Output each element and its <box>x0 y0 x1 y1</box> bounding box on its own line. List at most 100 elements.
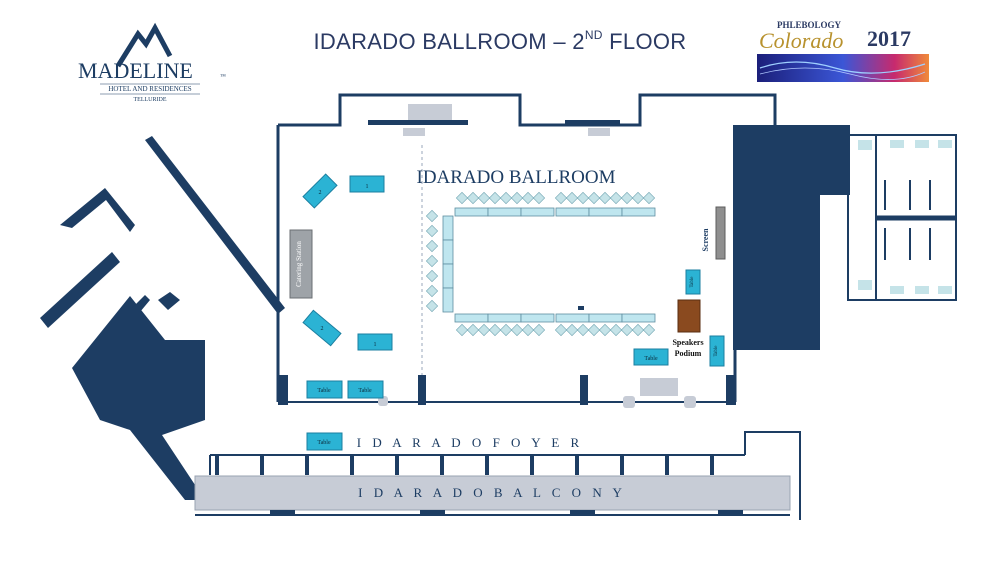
catering-station <box>289 229 313 299</box>
chair-top <box>532 191 546 205</box>
chair-top <box>631 191 645 205</box>
table-right-upper-label: Table <box>690 276 695 288</box>
top-service-counter <box>408 104 452 120</box>
chair-top <box>521 191 535 205</box>
chair-bottom <box>587 323 601 337</box>
chair-bottom <box>521 323 535 337</box>
post <box>395 455 399 475</box>
podium-label-2: Podium <box>675 349 702 358</box>
foyer-table-3-label: Table <box>317 440 331 446</box>
title-tail: FLOOR <box>602 29 687 54</box>
left-tables: 2 1 2 1 <box>302 173 393 351</box>
table-right-lower-label: Table <box>714 345 719 357</box>
chair-bottom <box>609 323 623 337</box>
post <box>665 455 669 475</box>
logo-script: Colorado <box>759 28 843 53</box>
post <box>575 455 579 475</box>
podium-label-1: Speakers <box>672 338 703 347</box>
logo-line1: HOTEL AND RESIDENCES <box>108 85 191 93</box>
table-1-top <box>349 175 385 193</box>
u-table-bottom <box>487 313 522 323</box>
post <box>620 455 624 475</box>
u-table-bottom <box>588 313 623 323</box>
table-1-label: 1 <box>366 184 369 190</box>
chair-top <box>587 191 601 205</box>
chair-bottom <box>510 323 524 337</box>
table-podium-label: Table <box>644 356 658 362</box>
foyer-table-1 <box>306 380 343 399</box>
page-title: IDARADO BALLROOM – 2ND FLOOR <box>250 28 750 55</box>
chair-bottom <box>565 323 579 337</box>
table-right-lower <box>709 335 725 367</box>
logo-tm: ™ <box>220 74 226 80</box>
logo-line2: TELLURIDE <box>134 97 167 103</box>
chair-bottom <box>499 323 513 337</box>
table-2b-label: 2 <box>321 326 324 332</box>
foyer-label: I D A R A D O F O Y E R <box>357 435 583 450</box>
u-table-top <box>588 207 623 217</box>
u-table-bottom <box>555 313 590 323</box>
table-podium <box>633 348 669 366</box>
table-marker <box>578 306 584 310</box>
left-wing-walls <box>40 136 285 500</box>
u-table-top <box>520 207 555 217</box>
logo-year: 2017 <box>867 26 911 51</box>
table-2-bottom <box>302 309 342 347</box>
chair-left <box>425 269 439 283</box>
title-main: IDARADO BALLROOM – 2 <box>313 29 585 54</box>
table-2-top <box>302 173 338 209</box>
chair-bottom <box>620 323 634 337</box>
foyer-table-1-label: Table <box>317 388 331 394</box>
u-table-bottom <box>520 313 555 323</box>
phlebology-colorado-logo: PHLEBOLOGY Colorado 2017 <box>757 20 929 82</box>
foyer-table-2 <box>347 380 384 399</box>
chair-bottom <box>576 323 590 337</box>
u-table-left <box>442 215 454 241</box>
chair-bottom <box>631 323 645 337</box>
post <box>350 455 354 475</box>
u-table-top <box>487 207 522 217</box>
chair-bottom <box>455 323 469 337</box>
post <box>260 455 264 475</box>
chair-bottom <box>642 323 656 337</box>
logo-name: MADELINE <box>78 58 193 83</box>
mountain-icon <box>115 22 173 68</box>
foyer-lower-wall <box>209 431 801 520</box>
chair-top <box>598 191 612 205</box>
post <box>530 455 534 475</box>
balcony-area <box>194 475 791 511</box>
chair-top <box>565 191 579 205</box>
speakers-podium <box>677 299 701 333</box>
table-2-label: 2 <box>319 190 322 196</box>
chair-top <box>576 191 590 205</box>
vein-banner <box>757 54 929 82</box>
u-table-top <box>454 207 489 217</box>
foyer-counter <box>640 378 678 396</box>
chair-bottom <box>554 323 568 337</box>
ballroom-label: IDARADO BALLROOM <box>417 167 616 188</box>
u-table-bottom <box>621 313 656 323</box>
u-table-top <box>555 207 590 217</box>
balcony-label: I D A R A D O B A L C O N Y <box>358 485 626 500</box>
post <box>305 455 309 475</box>
chair-top <box>609 191 623 205</box>
u-table-left <box>442 239 454 265</box>
u-table-left <box>442 263 454 289</box>
u-shape-tables <box>425 191 656 337</box>
chair-top <box>477 191 491 205</box>
chair-top <box>488 191 502 205</box>
madeline-logo: MADELINE ™ HOTEL AND RESIDENCES TELLURID… <box>78 22 226 103</box>
post <box>440 455 444 475</box>
chair-left <box>425 224 439 238</box>
restroom-wing <box>847 134 957 301</box>
chair-top <box>466 191 480 205</box>
u-table-left <box>442 287 454 313</box>
chair-top <box>499 191 513 205</box>
chair-top <box>642 191 656 205</box>
table-1-bottom <box>357 333 393 351</box>
chair-bottom <box>477 323 491 337</box>
screen-label: Screen <box>701 228 710 252</box>
chair-top <box>620 191 634 205</box>
